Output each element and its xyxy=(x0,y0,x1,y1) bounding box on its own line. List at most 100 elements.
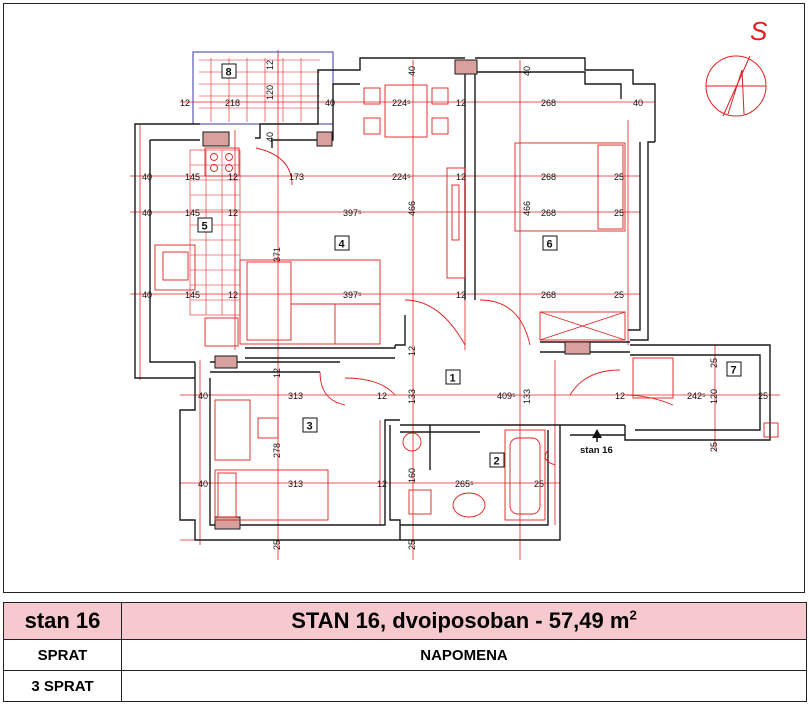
bathtub xyxy=(504,429,546,521)
pillars xyxy=(202,59,591,530)
dim-label: 12 xyxy=(407,346,417,356)
dim-label: 145 xyxy=(185,208,200,218)
dim-label: 224⁵ xyxy=(392,172,411,182)
floor-plan-frame xyxy=(3,3,805,593)
room-number-2: 2 xyxy=(494,456,500,468)
dim-label: 133 xyxy=(522,389,532,404)
dim-label: 40 xyxy=(198,479,208,489)
room-number-5: 5 xyxy=(202,221,208,233)
dim-label: 160 xyxy=(407,468,417,483)
dim-label: 242⁵ xyxy=(687,391,706,401)
room-number-8: 8 xyxy=(226,67,232,79)
unit-title: STAN 16, dvoiposoban - 57,49 m xyxy=(291,608,630,633)
tv-cabinet xyxy=(446,167,466,279)
note-header-cell: NAPOMENA xyxy=(121,639,807,671)
dim-label: 278 xyxy=(272,443,282,458)
dim-label: 12 xyxy=(377,391,387,401)
dim-label: 25 xyxy=(614,172,624,182)
dim-label: 40 xyxy=(407,66,417,76)
dim-label: 268 xyxy=(541,172,556,182)
dim-label: 145 xyxy=(185,290,200,300)
dim-label: 12 xyxy=(228,290,238,300)
dim-label: 12 xyxy=(228,208,238,218)
dim-label: 218 xyxy=(225,98,240,108)
floor-value: 3 SPRAT xyxy=(31,677,94,695)
dim-label: 313 xyxy=(288,391,303,401)
dim-label: 25 xyxy=(272,540,282,550)
north-arrow xyxy=(705,55,767,117)
dim-label: 12 xyxy=(456,98,466,108)
dim-label: 268 xyxy=(541,290,556,300)
dim-label: 145 xyxy=(185,172,200,182)
kitchen-sink xyxy=(154,244,196,291)
floor-header: SPRAT xyxy=(37,646,88,664)
dim-label: 12 xyxy=(180,98,190,108)
dim-label: 466 xyxy=(522,201,532,216)
dim-label: 40 xyxy=(142,172,152,182)
room-number-3: 3 xyxy=(307,421,313,433)
wardrobe xyxy=(539,311,626,341)
dim-label: 12 xyxy=(456,172,466,182)
dim-label: 120 xyxy=(265,85,275,100)
sofa xyxy=(239,259,381,345)
dim-label: 40 xyxy=(633,98,643,108)
stove xyxy=(204,147,240,177)
dim-label: 40 xyxy=(522,66,532,76)
dim-label: 224⁵ xyxy=(392,98,411,108)
dim-label: 40 xyxy=(198,391,208,401)
dim-label: 40 xyxy=(142,208,152,218)
single-bed xyxy=(214,469,329,521)
room-labels: 8 4 6 5 1 3 2 7 xyxy=(197,63,742,468)
dim-label: 40 xyxy=(265,132,275,142)
dim-label: 40 xyxy=(142,290,152,300)
double-bed xyxy=(514,142,626,232)
dim-label: 268 xyxy=(541,208,556,218)
dim-label: 40 xyxy=(325,98,335,108)
room-number-4: 4 xyxy=(339,239,346,251)
dim-label: 12 xyxy=(456,290,466,300)
desk xyxy=(214,399,251,461)
bathroom-sink xyxy=(402,432,422,452)
balcony-8 xyxy=(192,51,334,125)
dim-label: 25 xyxy=(407,540,417,550)
dim-label: 25 xyxy=(709,442,719,452)
dim-label: 133 xyxy=(407,389,417,404)
unit-label-cell: stan 16 xyxy=(3,602,122,640)
dim-label: 268 xyxy=(541,98,556,108)
entrance-arrow-icon xyxy=(592,429,602,442)
dim-label: 12 xyxy=(265,60,275,70)
dim-label: 120 xyxy=(709,389,719,404)
dim-label: 397⁵ xyxy=(343,290,362,300)
floor-value-cell: 3 SPRAT xyxy=(3,670,122,702)
dim-label: 25 xyxy=(758,391,768,401)
unit-title-superscript: 2 xyxy=(629,607,637,623)
dining-table xyxy=(384,84,428,138)
dim-label: 12 xyxy=(272,368,282,378)
note-header: NAPOMENA xyxy=(420,646,508,664)
room-number-1: 1 xyxy=(450,373,456,385)
dim-label: 25 xyxy=(614,208,624,218)
unit-label: stan 16 xyxy=(24,608,101,633)
dim-label: 25 xyxy=(614,290,624,300)
room-number-7: 7 xyxy=(731,365,737,377)
dim-label: 397⁵ xyxy=(343,208,362,218)
floor-header-cell: SPRAT xyxy=(3,639,122,671)
furniture xyxy=(154,84,779,521)
note-value-cell xyxy=(121,670,807,702)
info-table: stan 16 STAN 16, dvoiposoban - 57,49 m2 … xyxy=(3,602,807,702)
dim-label: 25 xyxy=(709,358,719,368)
dim-label: 313 xyxy=(288,479,303,489)
dimension-labels: 12 218 120 12 40 40 40 224⁵ 12 268 40 40… xyxy=(142,60,768,550)
room-number-6: 6 xyxy=(547,239,553,251)
dim-label: 409⁵ xyxy=(497,391,516,401)
dim-label: 12 xyxy=(228,172,238,182)
unit-title-cell: STAN 16, dvoiposoban - 57,49 m2 xyxy=(121,602,807,640)
dim-label: 173 xyxy=(289,172,304,182)
toilet xyxy=(408,489,432,515)
dim-label: 265⁵ xyxy=(455,479,474,489)
dim-label: 371 xyxy=(272,247,282,262)
north-letter: S xyxy=(750,16,768,46)
dim-label: 466 xyxy=(407,201,417,216)
dim-label: 12 xyxy=(615,391,625,401)
floor-plan: S stan 16 8 4 6 5 1 3 2 7 12 218 120 12 … xyxy=(130,16,780,560)
